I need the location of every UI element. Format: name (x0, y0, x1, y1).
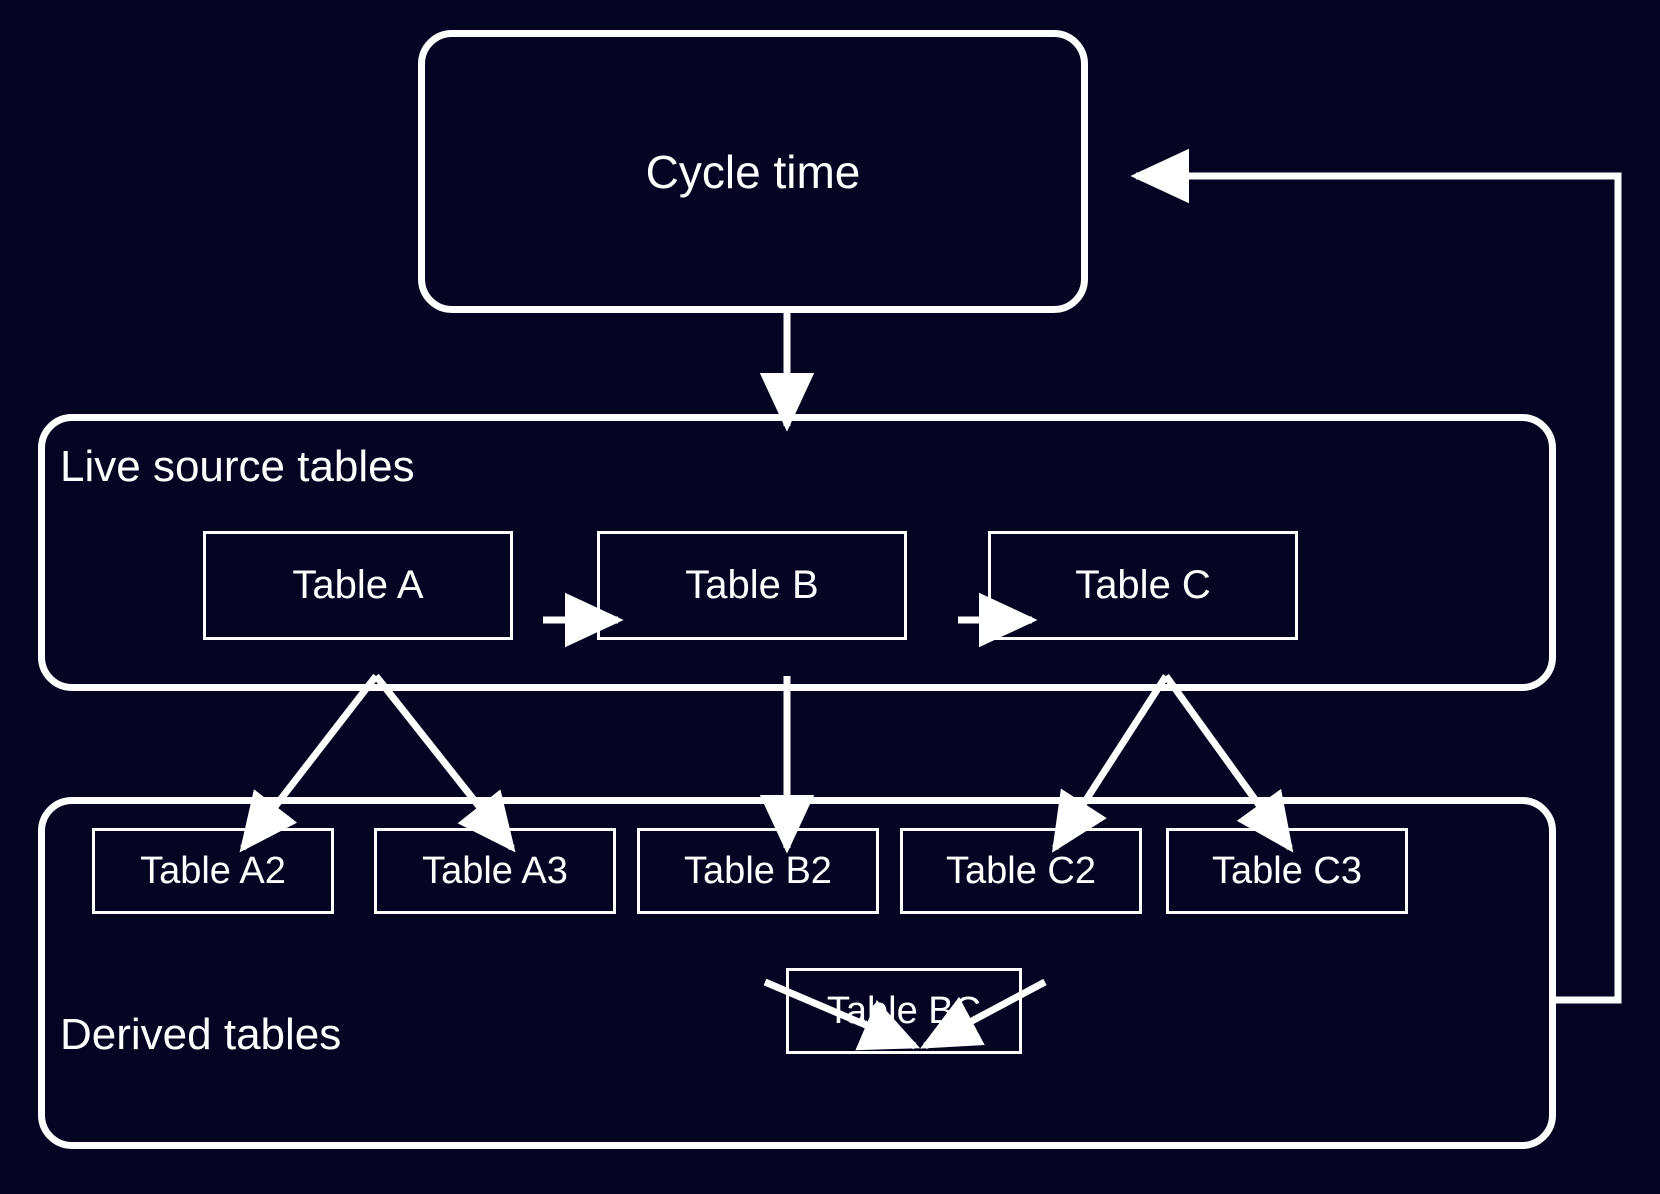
table-node-c3[interactable]: Table C3 (1166, 828, 1408, 914)
table-node-c[interactable]: Table C (988, 531, 1298, 640)
group-live-source-tables[interactable] (38, 414, 1556, 691)
table-node-b-label: Table B (685, 563, 819, 607)
cycle-time-label: Cycle time (645, 145, 861, 198)
table-node-c-label: Table C (1075, 563, 1211, 607)
table-node-b2[interactable]: Table B2 (637, 828, 879, 914)
table-node-a3-label: Table A3 (422, 849, 568, 892)
table-node-a2[interactable]: Table A2 (92, 828, 334, 914)
table-node-b2-label: Table B2 (684, 849, 832, 892)
table-node-a[interactable]: Table A (203, 531, 513, 640)
group-live-source-tables-label: Live source tables (60, 442, 415, 491)
table-node-c2-label: Table C2 (946, 849, 1096, 892)
table-node-a2-label: Table A2 (140, 849, 286, 892)
table-node-b[interactable]: Table B (597, 531, 907, 640)
group-derived-tables-label: Derived tables (60, 1010, 342, 1059)
table-node-bc-label: Table BC (826, 989, 982, 1032)
group-derived-tables[interactable] (38, 797, 1556, 1149)
table-node-bc[interactable]: Table BC (786, 968, 1022, 1054)
table-node-a3[interactable]: Table A3 (374, 828, 616, 914)
table-node-c2[interactable]: Table C2 (900, 828, 1142, 914)
table-node-a-label: Table A (292, 563, 424, 607)
cycle-time-node[interactable]: Cycle time (418, 30, 1088, 313)
table-node-c3-label: Table C3 (1212, 849, 1362, 892)
